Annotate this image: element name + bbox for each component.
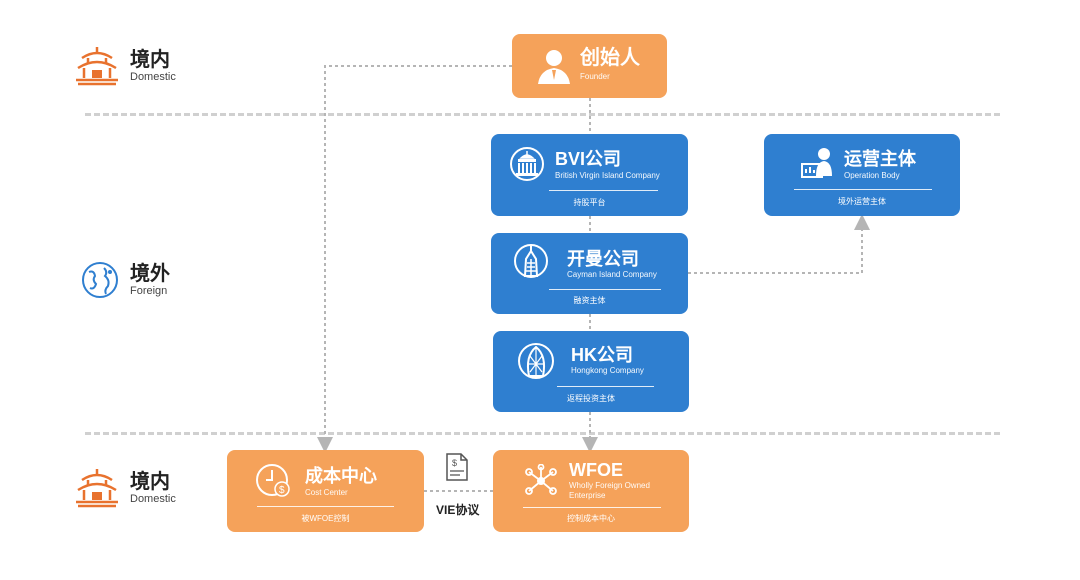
- wfoe-subtitle-line1: Wholly Foreign Owned: [569, 481, 650, 490]
- operation-subtitle: Operation Body: [844, 171, 900, 180]
- hk-rule: [557, 386, 654, 387]
- wfoe-box: WFOE Wholly Foreign Owned Enterprise 控制成…: [493, 450, 689, 532]
- cayman-rule: [549, 289, 661, 290]
- divider-bottom: [85, 432, 1000, 435]
- hk-subtitle: Hongkong Company: [571, 366, 644, 375]
- cayman-to-operation-line: [688, 214, 870, 274]
- cayman-footer: 融资主体: [573, 296, 606, 305]
- cost-center-rule: [257, 506, 394, 507]
- region-foreign: 境外 Foreign: [80, 260, 170, 300]
- bvi-rule: [549, 190, 658, 191]
- region-domestic-top: 境内 Domestic: [74, 44, 176, 88]
- wfoe-subtitle-line2: Enterprise: [569, 491, 606, 500]
- presenter-icon: [801, 148, 832, 178]
- cost-center-box: $ 成本中心 Cost Center 被WFOE控制: [227, 450, 424, 532]
- cayman-title: 开曼公司: [567, 249, 639, 269]
- operation-title: 运营主体: [844, 149, 916, 169]
- svg-text:$: $: [452, 458, 457, 468]
- hk-box: HK公司 Hongkong Company 返程投资主体: [493, 331, 689, 412]
- network-icon: [525, 464, 557, 495]
- operation-rule: [794, 189, 932, 190]
- founder-title: 创始人: [580, 47, 640, 69]
- cost-center-subtitle: Cost Center: [305, 488, 348, 497]
- founder-to-cost-center-line: [317, 65, 512, 453]
- temple-icon: [76, 469, 118, 508]
- hk-footer: 返程投资主体: [567, 394, 615, 403]
- document-icon: $: [446, 453, 468, 481]
- building-icon: [510, 147, 544, 181]
- region-en-label: Domestic: [130, 70, 176, 83]
- region-en-label: Domestic: [130, 492, 176, 505]
- gherkin-icon: [518, 343, 554, 379]
- tower-icon: [514, 244, 548, 278]
- operation-box: 运营主体 Operation Body 境外运营主体: [764, 134, 960, 216]
- globe-icon: [82, 262, 118, 298]
- user-icon: [538, 50, 570, 84]
- region-cn-label: 境内: [130, 470, 170, 493]
- wfoe-footer: 控制成本中心: [567, 514, 615, 523]
- bvi-title: BVI公司: [555, 149, 622, 169]
- wfoe-rule: [523, 507, 661, 508]
- region-cn-label: 境内: [130, 48, 170, 71]
- cost-center-title: 成本中心: [305, 466, 377, 486]
- region-en-label: Foreign: [130, 284, 168, 297]
- divider-top: [85, 113, 1000, 116]
- founder-box: 创始人 Founder: [512, 34, 667, 98]
- clock-money-icon: $: [256, 464, 290, 497]
- vie-label: VIE协议: [436, 503, 480, 517]
- wfoe-title: WFOE: [569, 460, 623, 480]
- temple-icon: [76, 47, 118, 86]
- cost-center-footer: 被WFOE控制: [301, 514, 350, 523]
- bvi-box: BVI公司 British Virgin Island Company 持股平台: [491, 134, 688, 216]
- bvi-footer: 持股平台: [573, 198, 606, 207]
- svg-text:$: $: [279, 485, 285, 496]
- operation-footer: 境外运营主体: [838, 197, 886, 206]
- bvi-subtitle: British Virgin Island Company: [555, 171, 660, 180]
- founder-subtitle: Founder: [580, 72, 610, 81]
- cayman-box: 开曼公司 Cayman Island Company 融资主体: [491, 233, 688, 314]
- region-cn-label: 境外: [130, 262, 170, 285]
- hk-title: HK公司: [571, 345, 633, 365]
- region-domestic-bottom: 境内 Domestic: [74, 466, 176, 510]
- cayman-subtitle: Cayman Island Company: [567, 270, 657, 279]
